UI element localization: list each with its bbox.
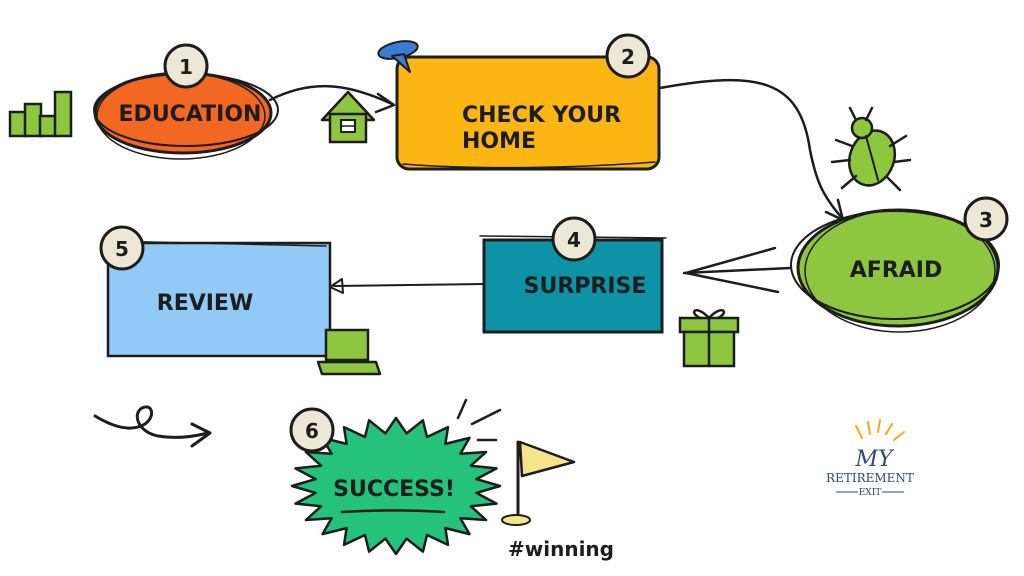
swirl-arrow [93,405,212,448]
step-6-label: SUCCESS! [333,477,455,502]
step-1-number: 1 [179,55,193,79]
step-4-number: 4 [567,228,581,252]
laptop-icon [316,328,382,376]
house-icon [320,90,376,144]
connector-2-to-3 [658,78,845,222]
connector-3-to-4 [682,246,792,294]
step-1-badge: 1 [163,43,209,89]
step-4-badge: 4 [551,216,597,262]
step-2-label-line2: HOME [462,129,536,154]
connector-4-to-5 [329,278,485,294]
logo-line2: EXIT [859,488,882,498]
logo-monogram: MY [854,447,895,472]
sunburst-icon [855,419,905,441]
step-1-label: EDUCATION [119,102,262,127]
step-4-label: SURPRISE [524,274,647,299]
burst-accent-lines [456,398,502,442]
step-6-number: 6 [305,419,319,443]
step-5-number: 5 [115,237,129,261]
step-5-badge: 5 [99,225,145,271]
flag-icon [501,440,576,526]
step-6-badge: 6 [289,407,335,453]
step-3-label: AFRAID [850,258,942,283]
bar-chart-icon [8,90,73,138]
step-4-surprise: SURPRISE [479,235,667,334]
logo-line1: RETIREMENT [826,471,914,485]
pushpin-icon [377,40,419,73]
hashtag-text: #winning [508,537,614,561]
step-2-number: 2 [621,45,635,69]
step-2-label-line1: CHECK YOUR [462,103,621,128]
step-2-badge: 2 [605,33,651,79]
step-3-afraid: AFRAID [790,208,1000,333]
step-6-success: SUCCESS! [290,416,502,556]
gift-icon [678,309,740,368]
step-3-number: 3 [979,208,993,232]
bug-icon [830,106,912,192]
my-retirement-exit-logo: MY RETIREMENT EXIT [826,419,914,498]
step-3-badge: 3 [963,196,1009,242]
connector-1-to-2 [268,85,396,114]
step-5-label: REVIEW [157,291,253,316]
step-2-check-your-home: CHECK YOUR HOME [395,55,661,171]
step-5-review: REVIEW [103,240,332,358]
